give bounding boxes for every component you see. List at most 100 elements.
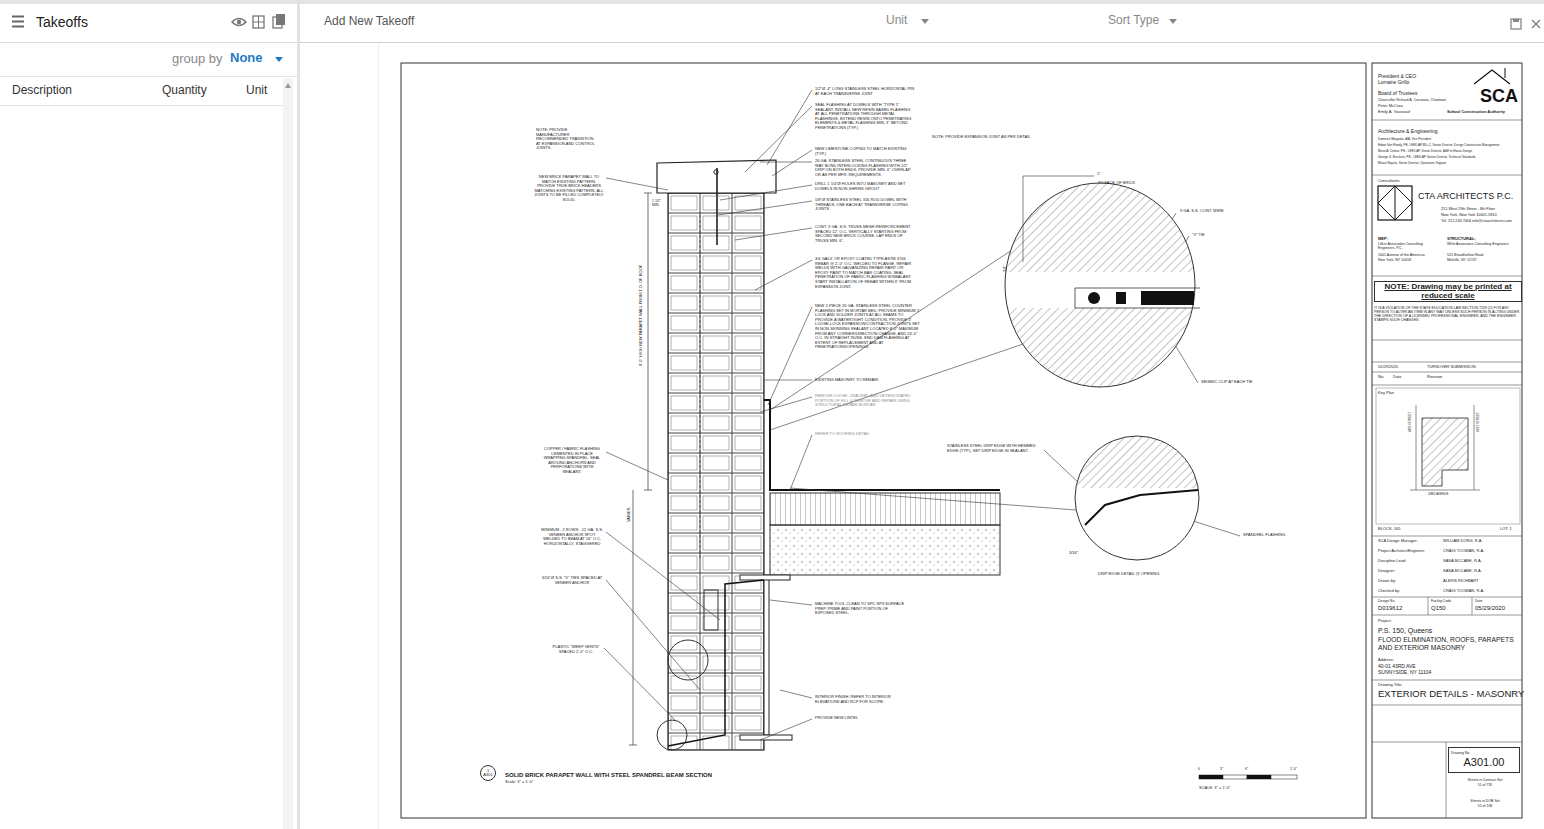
scale-bar bbox=[1199, 775, 1297, 779]
tie-detail bbox=[1088, 292, 1100, 304]
wall-section bbox=[770, 525, 1000, 575]
drip-edge-detail bbox=[1070, 430, 1210, 560]
title-block-text: No. bbox=[1378, 375, 1384, 380]
leader-line bbox=[720, 185, 812, 200]
title-block-text: School Construction Authority bbox=[1447, 110, 1505, 115]
detail-reference-circle: 1A301 bbox=[480, 765, 496, 781]
drawing-note: Scale: 3" = 1'-0" bbox=[505, 780, 533, 785]
drawing-note: STAINLESS STEEL DRIP EDGE WITH HEMMED ED… bbox=[947, 444, 1042, 453]
drawing-note: COPPER / FABRIC FLASHING CEMENTED IN PLA… bbox=[541, 447, 603, 475]
leader-line bbox=[760, 162, 812, 163]
title-block-text: EXTERIOR DETAILS - MASONRY bbox=[1378, 689, 1524, 700]
title-block-text: SUNNYSIDE, NY 11104 bbox=[1378, 670, 1431, 676]
leader-line bbox=[772, 150, 812, 176]
drawing-note: 3/4" bbox=[1003, 265, 1008, 272]
title-block-text: Discipline Lead: bbox=[1378, 559, 1406, 564]
app-shell bbox=[300, 42, 1544, 43]
title-block-text: Q150 bbox=[1431, 605, 1446, 612]
title-block-text: SASA MCCABE, R.A. bbox=[1443, 569, 1482, 574]
ui-label: Quantity bbox=[162, 84, 207, 98]
title-block-text: 43RD AVENUE bbox=[1428, 493, 1448, 496]
drawing-note: NEW BRICK PARAPET WALL TO MATCH EXISTING… bbox=[534, 175, 604, 203]
title-block-line bbox=[1428, 597, 1429, 615]
title-block-text: SCA Design Manager: bbox=[1378, 539, 1418, 544]
title-block-text: Drawing Title: bbox=[1378, 683, 1402, 688]
title-block-line bbox=[1372, 175, 1522, 176]
ui-label: Takeoffs bbox=[36, 14, 88, 30]
drip-edge-detail bbox=[1085, 490, 1198, 525]
tie-detail bbox=[1000, 176, 1200, 390]
toolbar-icon bbox=[1532, 20, 1540, 28]
drawing-note: 3/16" bbox=[1069, 551, 1078, 556]
toolbar-icon bbox=[12, 21, 24, 23]
drawing-sheet bbox=[1372, 63, 1522, 818]
scale-bar bbox=[1199, 775, 1223, 779]
logo-mark bbox=[1378, 186, 1412, 220]
drawing-note: 1" bbox=[1097, 172, 1101, 177]
drawing-note: PROVIDE NEW LINTEL bbox=[815, 716, 907, 721]
title-block-text: Revision bbox=[1427, 375, 1442, 380]
drawing-note: NEW 2-PIECE 26 GA. STAINLESS STEEL COUNT… bbox=[815, 304, 921, 350]
toolbar-icon bbox=[12, 16, 24, 18]
tie-detail bbox=[1023, 176, 1094, 177]
title-block-box: NOTE: Drawing may be printed at reduced … bbox=[1374, 281, 1522, 302]
drawing-note: REMOVE LOOSE, CRACKED AND DETERIORATED P… bbox=[815, 394, 915, 408]
key-plan bbox=[1474, 405, 1475, 490]
tie-detail bbox=[1141, 291, 1194, 305]
drawing-note: NOTE: PROVIDE EXPANSION JOINT AS PER DET… bbox=[932, 135, 1030, 140]
title-block-line bbox=[1372, 276, 1522, 277]
title-block-text: Lilker Associates Consulting Engineers, … bbox=[1378, 242, 1440, 250]
title-block-text: Lorraine Grillo bbox=[1378, 80, 1409, 86]
drawing-note: EXISTING MASONRY TO REMAIN bbox=[815, 378, 915, 383]
wall-section bbox=[657, 720, 687, 750]
app-shell bbox=[0, 42, 297, 43]
app-shell bbox=[0, 76, 297, 77]
box-text: Drawing No. bbox=[1451, 752, 1470, 756]
drawing-note: TO FACE OF BRICK bbox=[1098, 181, 1135, 186]
toolbar-icon bbox=[1169, 19, 1177, 24]
box-text: A301 bbox=[483, 773, 492, 777]
leader-line bbox=[780, 690, 812, 698]
drawing-note: SOLID BRICK PARAPET WALL WITH STEEL SPAN… bbox=[505, 772, 712, 779]
drawing-note: REFER TO ROOFING DETAIL bbox=[815, 432, 915, 437]
title-block-text: 48TH STREET bbox=[1409, 412, 1412, 432]
wall-section bbox=[714, 170, 718, 174]
drawing-note: 26 GA. STAINLESS STEEL CONTINUOUS THREE … bbox=[815, 159, 911, 177]
scale-bar bbox=[1223, 775, 1247, 779]
title-block-text: Mario A. Cimino, P.E., LEED AP, Senior D… bbox=[1378, 150, 1472, 153]
title-block-line bbox=[1472, 597, 1473, 615]
title-block-text: 05/29/2020 bbox=[1475, 605, 1505, 612]
wall-section bbox=[704, 590, 718, 630]
toolbar-icon bbox=[237, 20, 241, 24]
title-block-text: Key Plan bbox=[1378, 391, 1394, 396]
drawing-note: SEISMIC CLIP AT EACH TIE bbox=[1201, 380, 1253, 385]
title-block-text: 515 Broadhollow Road bbox=[1447, 253, 1483, 257]
app-shell bbox=[378, 44, 379, 829]
title-block-text: BLOCK: 165 bbox=[1378, 527, 1400, 532]
ui-label: group by bbox=[172, 52, 223, 67]
title-block-line bbox=[1372, 120, 1522, 818]
title-block-text: Date bbox=[1475, 599, 1482, 603]
drawing-note: 1/2"Ø, 4" LONG STAINLESS STEEL HORIZONTA… bbox=[815, 87, 915, 96]
drawing-note: 5/8"Ø STAINLESS STEEL 316 ROD DOWEL WITH… bbox=[815, 198, 911, 212]
title-block-text: Project: bbox=[1378, 619, 1392, 624]
title-block-line bbox=[1372, 680, 1522, 681]
leader-line bbox=[755, 260, 812, 290]
title-block-text: Dominick Margiotta, AIA, Vice President bbox=[1378, 138, 1431, 141]
leader-line bbox=[770, 600, 812, 605]
toolbar-icon bbox=[921, 19, 929, 24]
drawing-note: 0 bbox=[1198, 767, 1200, 771]
toolbar-icon bbox=[12, 26, 24, 28]
title-block-text: Sheets in DOB Set bbox=[1448, 799, 1522, 803]
app-shell bbox=[0, 105, 283, 106]
drawing-note: NOTE: PROVIDE MANUFACTURER RECOMMENDED T… bbox=[536, 128, 598, 151]
ui-label: None bbox=[230, 51, 263, 66]
title-block-text: 05/29/2020 bbox=[1378, 365, 1398, 370]
leader-line bbox=[604, 90, 1240, 740]
title-block-text: IT IS A VIOLATION OF THE STATE EDUCATION… bbox=[1374, 306, 1522, 323]
app-shell bbox=[285, 83, 291, 88]
drawing-note: 1 1/2" MIN. bbox=[652, 199, 666, 207]
drawing-note: NEW LIMESTONE COPING TO MATCH EXISTING (… bbox=[815, 147, 907, 156]
title-block-text: SCA bbox=[1480, 86, 1518, 107]
